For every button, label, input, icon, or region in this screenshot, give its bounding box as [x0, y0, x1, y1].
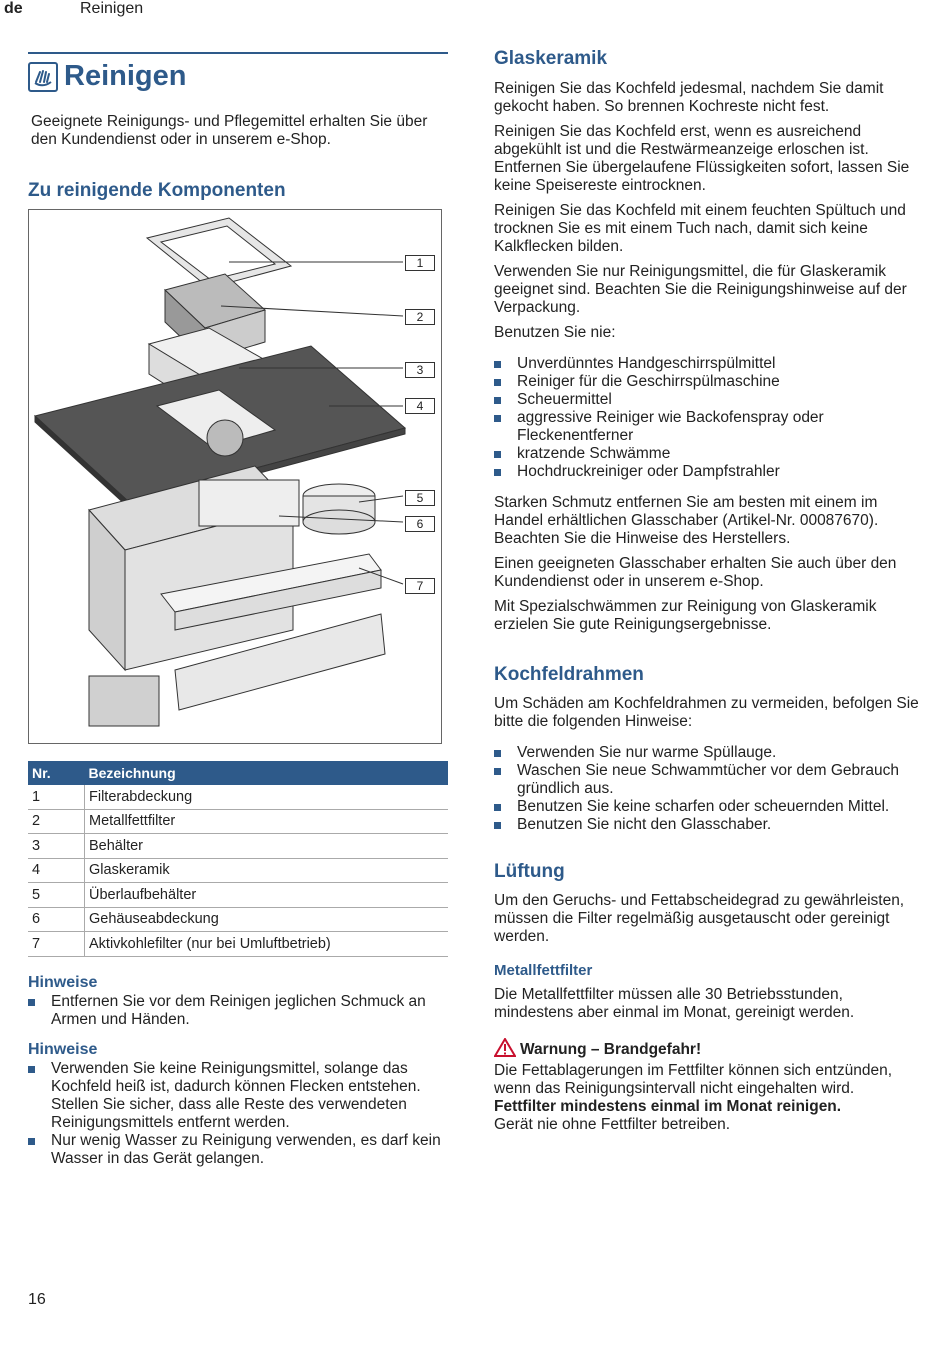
notes-section-2: Hinweise Verwenden Sie keine Reinigungsm… [28, 1041, 448, 1168]
never-use-list: Unverdünntes Handgeschirrspülmittel Rein… [494, 355, 924, 481]
glaskeramik-paragraph: Reinigen Sie das Kochfeld erst, wenn es … [494, 123, 910, 194]
callout-4: 4 [405, 398, 435, 414]
callout-1: 1 [405, 255, 435, 271]
metallfettfilter-subheading: Metallfettfilter [494, 962, 593, 979]
glaskeramik-paragraph: Starken Schmutz entfernen Sie am besten … [494, 494, 879, 547]
list-item: Verwenden Sie nur warme Spüllauge. [494, 744, 924, 762]
glaskeramik-paragraph: Einen geeigneten Glasschaber erhalten Si… [494, 555, 897, 590]
row-label: Glaskeramik [84, 858, 448, 883]
notes-heading: Hinweise [28, 1041, 98, 1058]
list-item: Benutzen Sie keine scharfen oder scheuer… [494, 798, 924, 816]
right-column: Glaskeramik Reinigen Sie das Kochfeld je… [493, 48, 924, 1134]
row-number: 2 [28, 809, 85, 834]
callout-3: 3 [405, 362, 435, 378]
warning-text: Die Fettablagerungen im Fettfilter könne… [494, 1062, 893, 1097]
list-item: Unverdünntes Handgeschirrspülmittel [494, 355, 924, 373]
list-item: Nur wenig Wasser zu Reinigung verwenden,… [28, 1132, 448, 1168]
row-number: 3 [28, 833, 85, 859]
row-label: Metallfettfilter [84, 809, 448, 834]
intro-text: Geeignete Reinigungs- und Pflegemittel e… [31, 113, 428, 148]
list-item: Benutzen Sie nicht den Glasschaber. [494, 816, 924, 834]
glaskeramik-paragraph: Reinigen Sie das Kochfeld mit einem feuc… [494, 202, 906, 255]
warning-triangle-icon [493, 1037, 517, 1062]
glaskeramik-paragraph: Mit Spezialschwämmen zur Reinigung von G… [494, 598, 877, 633]
row-label: Gehäuseabdeckung [84, 907, 448, 932]
row-number: 5 [28, 882, 85, 908]
kochfeldrahmen-paragraph: Um Schäden am Kochfeldrahmen zu vermeide… [494, 695, 919, 730]
row-number: 1 [28, 785, 85, 810]
row-label: Aktivkohlefilter (nur bei Umluftbetrieb) [84, 931, 448, 957]
column-header-bezeichnung: Bezeichnung [84, 761, 448, 785]
kochfeldrahmen-heading: Kochfeldrahmen [494, 664, 644, 685]
cleaning-hand-icon [28, 61, 58, 92]
row-label: Überlaufbehälter [84, 882, 448, 908]
notes-section-1: Hinweise Entfernen Sie vor dem Reinigen … [28, 974, 448, 1029]
components-heading: Zu reinigende Komponenten [28, 180, 286, 201]
warning-title-text: Warnung – Brandgefahr! [520, 1041, 702, 1058]
warning-final: Gerät nie ohne Fettfilter betreiben. [494, 1116, 731, 1133]
glaskeramik-paragraph: Reinigen Sie das Kochfeld jedesmal, nach… [494, 80, 884, 115]
lueftung-heading: Lüftung [494, 861, 565, 882]
row-number: 6 [28, 907, 85, 932]
list-item: Hochdruckreiniger oder Dampfstrahler [494, 463, 924, 481]
notes-heading: Hinweise [28, 974, 98, 991]
warning-instruction: Fettfilter mindestens einmal im Monat re… [494, 1098, 842, 1115]
list-item: aggressive Reiniger wie Backofenspray od… [494, 409, 924, 445]
list-item: Entfernen Sie vor dem Reinigen jeglichen… [28, 993, 448, 1029]
row-number: 4 [28, 858, 85, 883]
glaskeramik-paragraph: Verwenden Sie nur Reinigungsmittel, die … [494, 263, 907, 316]
glaskeramik-heading: Glaskeramik [494, 48, 608, 69]
callout-2: 2 [405, 309, 435, 325]
header-section: Reinigen [80, 0, 144, 17]
column-header-nr: Nr. [28, 761, 85, 785]
glaskeramik-paragraph: Benutzen Sie nie: [494, 324, 616, 341]
row-label: Filterabdeckung [84, 785, 448, 810]
page-title: Reinigen [64, 60, 187, 92]
lueftung-paragraph: Um den Geruchs- und Fettabscheidegrad zu… [494, 892, 905, 945]
list-item: kratzende Schwämme [494, 445, 924, 463]
left-column: Reinigen Geeignete Reinigungs- und Pfleg… [28, 52, 448, 202]
list-item: Verwenden Sie keine Reinigungsmittel, so… [28, 1060, 448, 1132]
table-header-row: Nr. Bezeichnung [28, 761, 448, 785]
warning-title: Warnung – Brandgefahr! [493, 1037, 924, 1062]
list-item: Waschen Sie neue Schwammtücher vor dem G… [494, 762, 924, 798]
title-rule [28, 52, 448, 54]
kochfeldrahmen-list: Verwenden Sie nur warme Spüllauge. Wasch… [494, 744, 924, 834]
callout-7: 7 [405, 578, 435, 594]
list-item: Scheuermittel [494, 391, 924, 409]
callout-5: 5 [405, 490, 435, 506]
components-diagram: 1 2 3 4 5 6 7 [28, 209, 442, 744]
row-label: Behälter [84, 833, 448, 859]
row-number: 7 [28, 931, 85, 957]
list-item: Reiniger für die Geschirrspülmaschine [494, 373, 924, 391]
page-header: de Reinigen [0, 0, 950, 22]
language-tag: de [4, 0, 23, 17]
page-number: 16 [28, 1291, 46, 1308]
callout-6: 6 [405, 516, 435, 532]
lueftung-paragraph: Die Metallfettfilter müssen alle 30 Betr… [494, 986, 855, 1021]
exploded-view-illustration [33, 217, 407, 727]
